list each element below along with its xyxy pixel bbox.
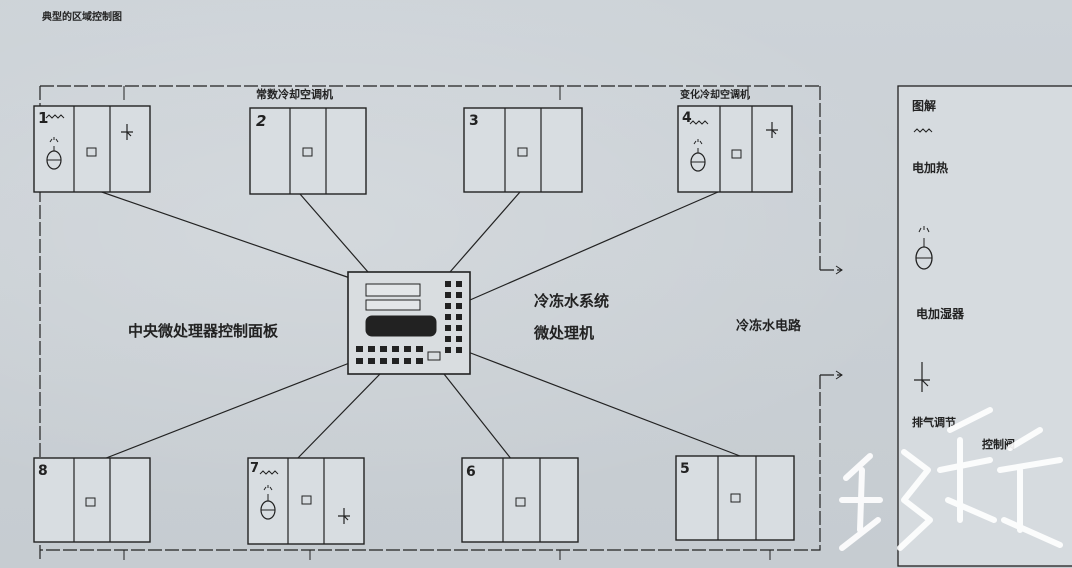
humidifier-icon <box>915 226 933 270</box>
unit-number: 2 <box>256 112 266 130</box>
variable-cooling-label: 变化冷却空调机 <box>680 88 750 101</box>
heater-icon <box>913 128 933 133</box>
panel-display <box>365 315 437 337</box>
unit-number: 5 <box>680 461 690 477</box>
heater-icon <box>689 120 709 125</box>
ac-unit-5: 5 <box>675 455 795 541</box>
chilled-circuit-label: 冷冻水电路 <box>736 318 802 334</box>
heater-icon <box>45 114 65 119</box>
ac-unit-8: 8 <box>33 457 151 543</box>
unit-number: 6 <box>466 464 476 480</box>
ac-unit-6: 6 <box>461 457 579 543</box>
legend-heater: 电加热 <box>912 160 948 175</box>
chilled-system-label-line2: 微处理机 <box>533 324 594 342</box>
humidifier-icon <box>46 137 62 170</box>
filter-icon <box>301 495 312 505</box>
heater-icon <box>259 470 279 475</box>
ac-unit-1: 1 <box>33 105 151 193</box>
valve-icon <box>338 508 350 524</box>
ac-unit-2: 2 <box>249 107 367 195</box>
constant-cooling-label: 常数冷却空调机 <box>256 87 333 101</box>
unit-number: 4 <box>682 110 692 126</box>
filter-icon <box>730 493 741 503</box>
valve-icon <box>914 362 930 392</box>
watermark-graphic <box>839 407 1063 551</box>
ac-unit-7: 7 <box>247 457 365 545</box>
unit-number: 3 <box>469 113 479 129</box>
filter-icon <box>302 147 313 157</box>
figure-title: 典型的区域控制图 <box>42 10 122 23</box>
filter-icon <box>85 497 96 507</box>
valve-icon <box>766 122 778 138</box>
legend: 图解 电加热 电加湿器 排气调节 控制阀 <box>897 85 1072 567</box>
filter-icon <box>86 147 97 157</box>
filter-icon <box>731 149 742 159</box>
legend-title: 图解 <box>912 98 936 113</box>
central-panel-label: 中央微处理器控制面板 <box>128 322 279 340</box>
chilled-system-label-line1: 冷冻水系统 <box>534 292 609 310</box>
unit-number: 1 <box>38 109 48 127</box>
legend-humidifier: 电加湿器 <box>916 306 965 321</box>
outer-frame <box>39 85 843 560</box>
filter-icon <box>515 497 526 507</box>
filter-icon <box>517 147 528 157</box>
connection-lines <box>95 189 741 463</box>
valve-icon <box>121 124 133 140</box>
humidifier-icon <box>690 139 706 172</box>
unit-number: 7 <box>250 461 259 476</box>
legend-valve-line2: 控制阀 <box>982 437 1015 451</box>
ac-unit-4: 4 <box>677 105 793 193</box>
legend-valve-line1: 排气调节 <box>912 415 956 429</box>
unit-number: 8 <box>38 463 48 479</box>
ac-unit-3: 3 <box>463 107 583 193</box>
central-control-panel <box>347 271 471 375</box>
humidifier-icon <box>260 485 276 520</box>
